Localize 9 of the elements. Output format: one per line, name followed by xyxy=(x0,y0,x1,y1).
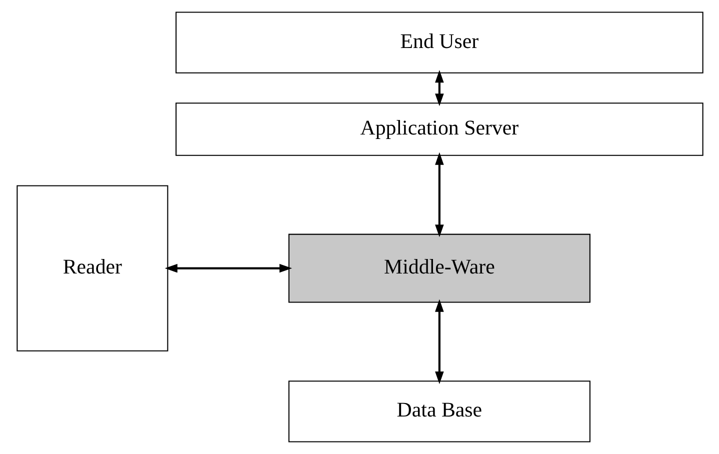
arrow xyxy=(434,152,444,238)
node-box: Middle-Ware xyxy=(288,234,590,303)
arrow xyxy=(434,299,444,384)
node-box: End User xyxy=(175,12,703,74)
node-box: Reader xyxy=(16,185,168,352)
arrow xyxy=(434,70,444,106)
node-box: Application Server xyxy=(175,102,703,156)
arrow xyxy=(164,264,292,273)
node-box: Data Base xyxy=(288,380,590,442)
